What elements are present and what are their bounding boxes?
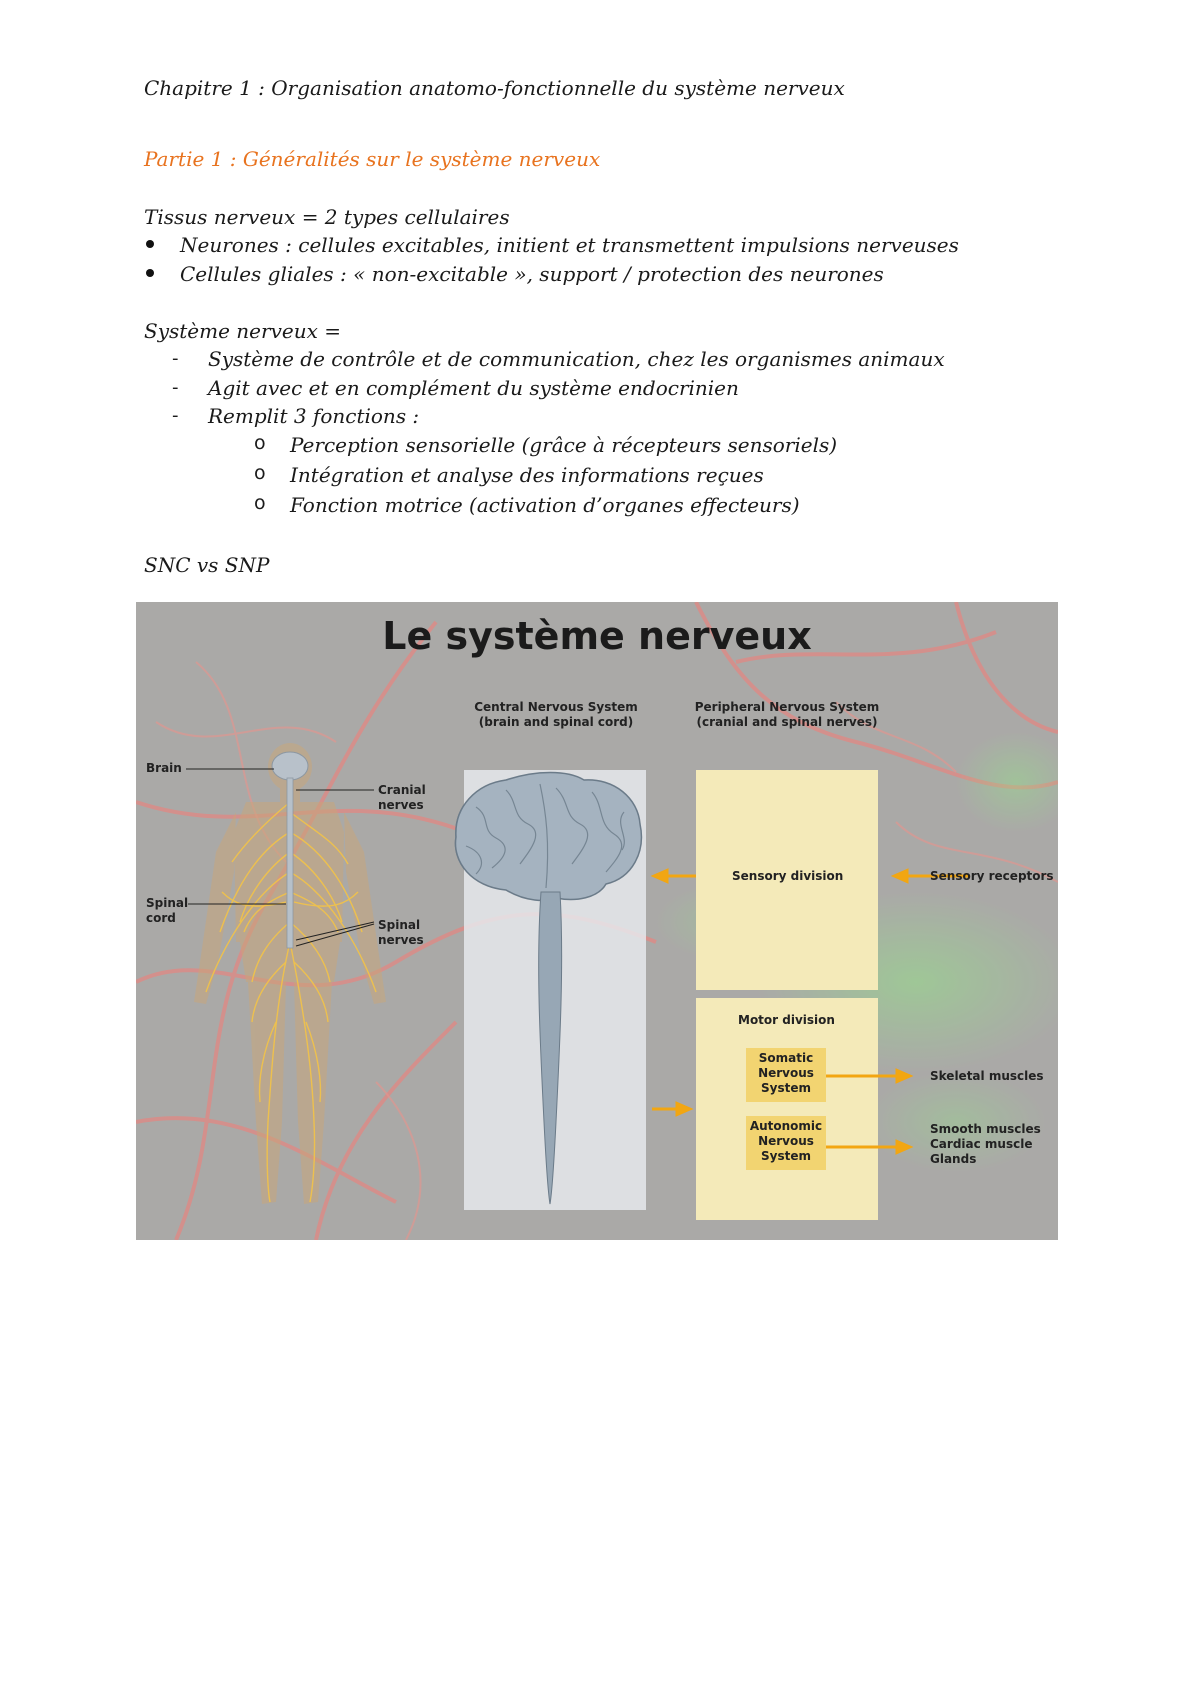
autonomic-box: Autonomic Nervous System [746,1116,826,1170]
system-item-control: Système de contrôle et de communication,… [208,347,945,371]
figure-title: Le système nerveux [382,614,812,658]
system-item-endocrine: Agit avec et en complément du système en… [208,376,739,400]
cns-header: Central Nervous System (brain and spinal… [474,700,638,729]
sub-marker: o [254,462,266,484]
tissues-item-glial: Cellules gliales : « non-excitable », su… [180,262,884,286]
function-integration: Intégration et analyse des informations … [290,463,764,487]
label-sensory-division: Sensory division [732,869,844,883]
system-item-functions: Remplit 3 fonctions : [208,404,420,428]
label-autonomic-targets: Smooth muscles Cardiac muscle Glands [930,1122,1041,1166]
somatic-box: Somatic Nervous System [746,1048,826,1102]
sub-marker: o [254,432,266,454]
cns-overlay [454,771,914,1205]
label-somatic: Somatic Nervous System [758,1051,814,1095]
chapter-title: Chapitre 1 : Organisation anatomo-foncti… [144,76,845,100]
label-spinal-nerves: Spinal nerves [378,918,424,947]
pns-header: Peripheral Nervous System (cranial and s… [694,700,880,729]
bullet-dot [146,269,154,277]
label-sensory-receptors: Sensory receptors [930,869,1054,883]
label-skeletal-muscles: Skeletal muscles [930,1069,1044,1083]
sub-marker: o [254,492,266,514]
nervous-system-figure: Le système nerveux Brain Cranial n [136,602,1058,1240]
function-motor: Fonction motrice (activation d’organes e… [290,493,800,517]
dash-marker: - [172,405,179,426]
dash-marker: - [172,348,179,369]
section-label: SNC vs SNP [144,553,270,577]
dash-marker: - [172,377,179,398]
label-brain: Brain [146,761,182,775]
part-title: Partie 1 : Généralités sur le système ne… [144,147,601,171]
label-autonomic: Autonomic Nervous System [749,1119,823,1163]
system-heading: Système nerveux = [144,319,341,343]
pns-sensory-panel [696,770,878,990]
label-motor-division: Motor division [738,1013,835,1027]
human-body-illustration [194,743,386,1204]
bullet-dot [146,240,154,248]
label-spinal-cord: Spinal cord [146,896,189,925]
tissues-heading: Tissus nerveux = 2 types cellulaires [144,205,510,229]
tissues-item-neurones: Neurones : cellules excitables, initient… [180,233,959,257]
function-perception: Perception sensorielle (grâce à récepteu… [290,433,838,457]
label-cranial-nerves: Cranial nerves [378,783,426,812]
pns-motor-panel [696,998,878,1220]
